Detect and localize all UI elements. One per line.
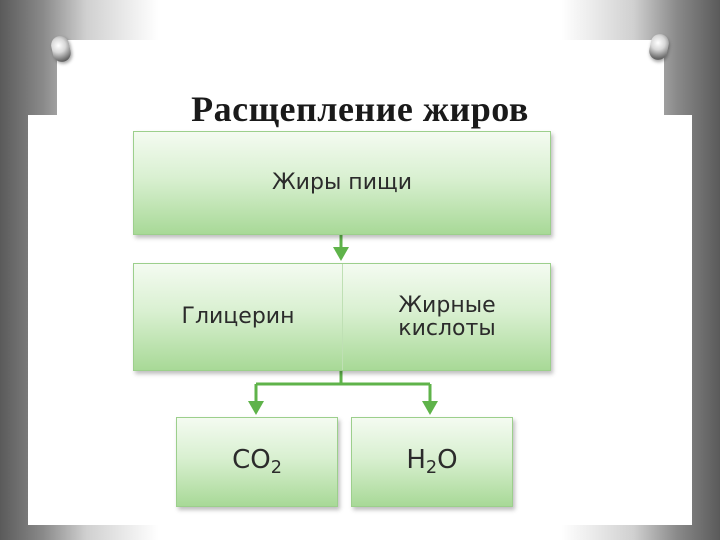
fatty-acids-line1: Жирные bbox=[398, 292, 496, 318]
box-fatty-acids: Жирные кислоты bbox=[342, 264, 551, 370]
box-glycerol-label: Глицерин bbox=[181, 304, 295, 330]
box-glycerol: Глицерин bbox=[134, 264, 342, 370]
h2o-h: H bbox=[406, 444, 426, 475]
co2-base: CO bbox=[232, 444, 271, 475]
arrowhead-h2o bbox=[422, 401, 438, 415]
h2o-subscript: 2 bbox=[425, 457, 438, 478]
box-products: Глицерин Жирные кислоты bbox=[133, 263, 551, 371]
slide-header-area bbox=[57, 40, 664, 120]
h2o-label: H2O bbox=[406, 444, 458, 478]
co2-label: CO2 bbox=[232, 444, 282, 478]
co2-subscript: 2 bbox=[270, 457, 282, 478]
h2o-o: O bbox=[437, 444, 458, 475]
box-co2: CO2 bbox=[176, 417, 338, 507]
box-dietary-fats: Жиры пищи bbox=[133, 131, 551, 235]
fatty-acids-line2: кислоты bbox=[398, 316, 496, 341]
box-dietary-fats-label: Жиры пищи bbox=[271, 170, 413, 196]
box-h2o: H2O bbox=[351, 417, 513, 507]
slide-title: Расщепление жиров bbox=[191, 89, 529, 129]
arrowhead-co2 bbox=[248, 401, 264, 415]
box-fatty-acids-label: Жирные кислоты bbox=[398, 294, 495, 340]
arrowhead-mid bbox=[333, 247, 349, 261]
